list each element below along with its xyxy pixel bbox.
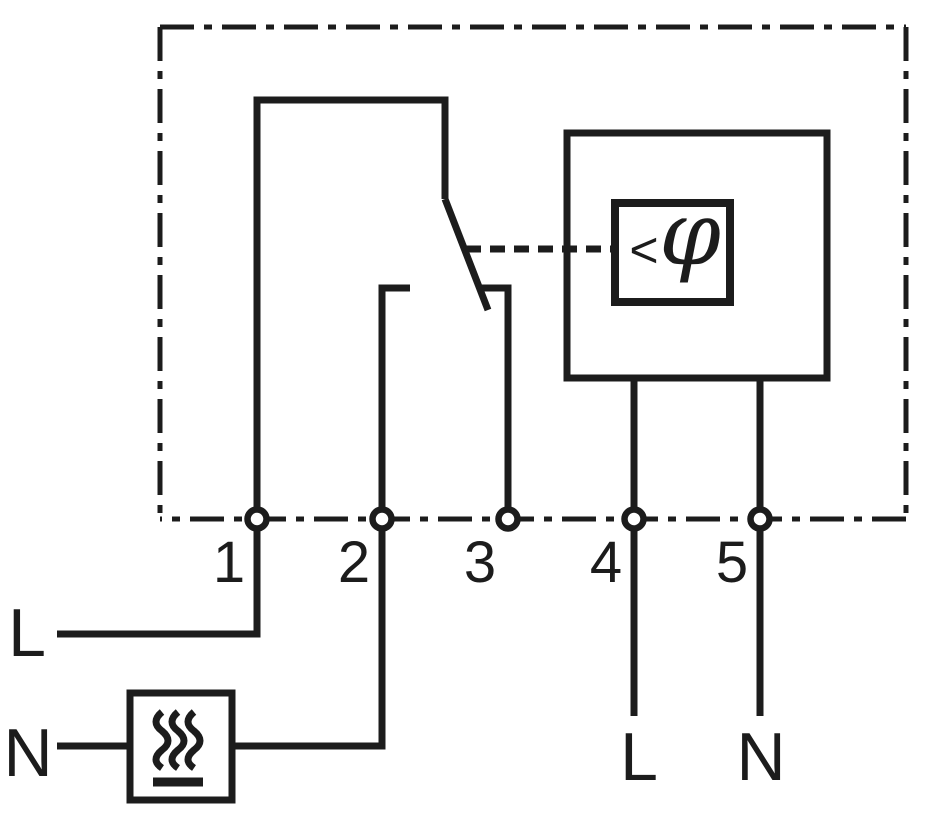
terminal-number-1: 1 bbox=[213, 530, 245, 595]
supply-line-label: L bbox=[8, 595, 46, 671]
terminal-number-3: 3 bbox=[464, 530, 496, 595]
terminal-number-5: 5 bbox=[716, 530, 748, 595]
terminal-number-4: 4 bbox=[590, 530, 622, 595]
heater-icon bbox=[152, 709, 204, 787]
terminal-number-2: 2 bbox=[338, 530, 370, 595]
terminal-circle-2 bbox=[369, 506, 395, 532]
device-boundary-outline bbox=[157, 24, 909, 522]
heater-wave-3 bbox=[184, 709, 204, 771]
terminal3-contact-wire bbox=[482, 284, 512, 519]
load-neutral-label: N bbox=[736, 719, 785, 795]
load-line-label: L bbox=[620, 719, 658, 795]
terminal-circle-5 bbox=[747, 506, 773, 532]
sensor-phi-symbol: φ bbox=[659, 182, 721, 285]
sensor-less-than-symbol: < bbox=[629, 222, 658, 278]
heater-wave-1 bbox=[152, 709, 172, 771]
switch-blade bbox=[441, 197, 492, 312]
humidity-sensor-box bbox=[611, 199, 734, 306]
terminal-circle-4 bbox=[621, 506, 647, 532]
supply-neutral-label: N bbox=[3, 715, 52, 791]
sensor-module-box bbox=[563, 129, 831, 382]
terminal-circle-1 bbox=[244, 506, 270, 532]
live-supply-wire bbox=[57, 96, 449, 638]
heater-wave-2 bbox=[168, 709, 188, 771]
heater-box bbox=[126, 689, 236, 804]
terminal-circle-3 bbox=[495, 506, 521, 532]
